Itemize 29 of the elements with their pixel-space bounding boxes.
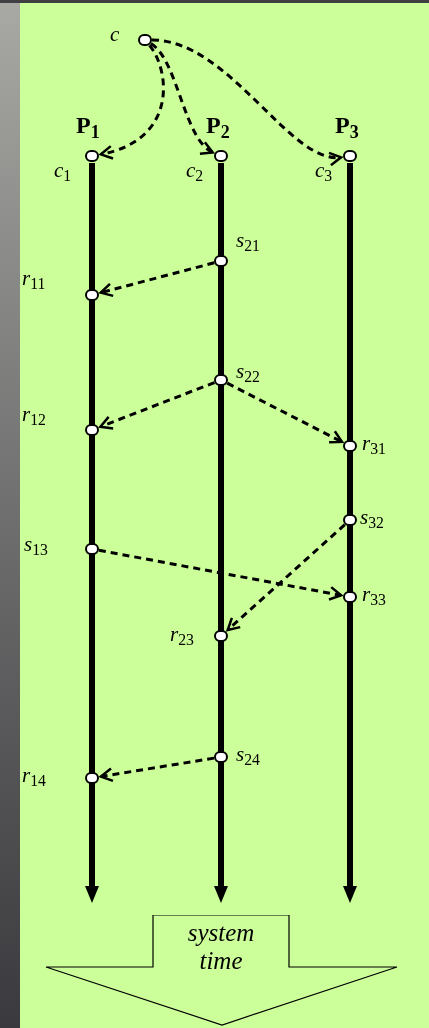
event-label: r$_{31}$ — [362, 433, 386, 454]
message-arrow — [98, 548, 343, 601]
event-label: s$_{32}$ — [360, 507, 384, 528]
process-label: P$_{1}$ — [76, 113, 100, 137]
message-arrow — [151, 38, 343, 165]
message-arrow — [99, 44, 165, 159]
event-label: s$_{22}$ — [236, 361, 260, 382]
event-label: c$_{3}$ — [315, 160, 333, 181]
event-label: s$_{13}$ — [24, 534, 48, 555]
time-arrow-shape — [45, 915, 398, 1026]
message-arrow — [99, 756, 215, 783]
process-label: P$_{2}$ — [206, 113, 230, 137]
event-label: c$_{2}$ — [186, 160, 204, 181]
process-label: P$_{3}$ — [335, 113, 359, 137]
event-label: s$_{21}$ — [236, 230, 260, 251]
time-label: system time — [186, 919, 256, 975]
event-label: r$_{23}$ — [170, 624, 194, 645]
event-label: r$_{14}$ — [22, 765, 46, 786]
event-label: c — [110, 24, 120, 45]
event-label: c$_{1}$ — [54, 160, 72, 181]
message-arrow — [226, 523, 346, 632]
message-arrow — [150, 42, 214, 154]
message-arrow — [99, 381, 215, 430]
message-arrow — [99, 261, 215, 298]
event-label: r$_{33}$ — [362, 584, 386, 605]
event-label: s$_{24}$ — [236, 744, 260, 765]
event-label: r$_{11}$ — [22, 268, 46, 289]
message-arrow — [226, 381, 344, 444]
event-label: r$_{12}$ — [22, 404, 46, 425]
